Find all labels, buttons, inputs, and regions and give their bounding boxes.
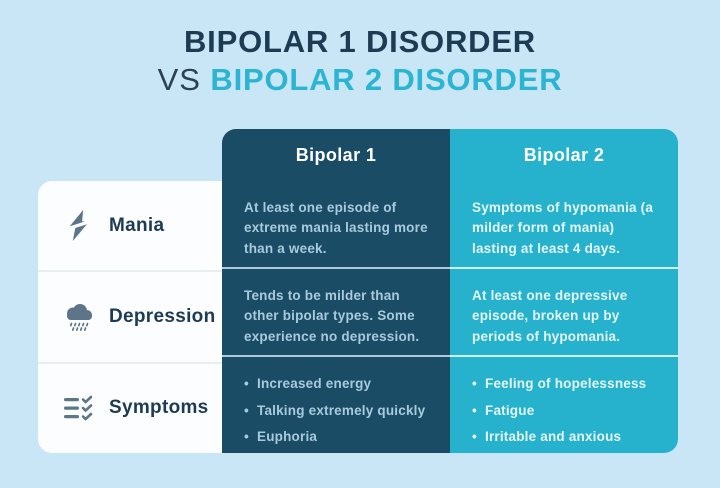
bipolar1-depression-cell: Tends to be milder than other bipolar ty…	[222, 267, 450, 355]
title-line2: VS BIPOLAR 2 DISORDER	[0, 62, 720, 98]
row-labels-column: Mania	[38, 181, 222, 453]
bipolar1-column: At least one episode of extreme mania la…	[222, 181, 450, 453]
bullet-item: Fatigue	[472, 401, 657, 422]
row-label-text: Depression	[109, 305, 216, 327]
cell-text: Symptoms of hypomania (a milder form of …	[472, 200, 654, 256]
column-header-bipolar2: Bipolar 2	[450, 129, 678, 181]
row-label-text: Symptoms	[109, 397, 209, 419]
checklist-icon	[62, 392, 96, 424]
bipolar2-depression-cell: At least one depressive episode, broken …	[450, 267, 678, 355]
column-header-bipolar1: Bipolar 1	[222, 129, 450, 181]
bipolar2-symptoms-list: Feeling of hopelessness Fatigue Irritabl…	[472, 374, 657, 447]
bullet-item: Euphoria	[244, 427, 429, 448]
rain-cloud-icon	[62, 301, 96, 333]
title-highlight-text: BIPOLAR 2 DISORDER	[210, 62, 563, 97]
row-label-text: Mania	[109, 214, 165, 236]
title-line1: BIPOLAR 1 DISORDER	[184, 24, 536, 59]
bullet-item: Irritable and anxious	[472, 427, 657, 448]
bipolar1-symptoms-cell: Increased energy Talking extremely quick…	[222, 355, 450, 453]
bipolar2-symptoms-cell: Feeling of hopelessness Fatigue Irritabl…	[450, 355, 678, 453]
row-label-symptoms: Symptoms	[38, 361, 222, 453]
bipolar1-mania-cell: At least one episode of extreme mania la…	[222, 181, 450, 267]
bullet-item: Talking extremely quickly	[244, 401, 429, 422]
bipolar1-symptoms-list: Increased energy Talking extremely quick…	[244, 374, 429, 447]
bullet-item: Feeling of hopelessness	[472, 374, 657, 395]
row-label-mania: Mania	[38, 181, 222, 270]
cell-text: Tends to be milder than other bipolar ty…	[244, 288, 420, 344]
lightning-icon	[62, 210, 96, 242]
bullet-item: Increased energy	[244, 374, 429, 395]
title-vs-text: VS	[157, 62, 201, 97]
row-label-depression: Depression	[38, 270, 222, 361]
bipolar2-mania-cell: Symptoms of hypomania (a milder form of …	[450, 181, 678, 267]
cell-text: At least one depressive episode, broken …	[472, 288, 628, 344]
cell-text: At least one episode of extreme mania la…	[244, 200, 428, 256]
bipolar2-column: Symptoms of hypomania (a milder form of …	[450, 181, 678, 453]
